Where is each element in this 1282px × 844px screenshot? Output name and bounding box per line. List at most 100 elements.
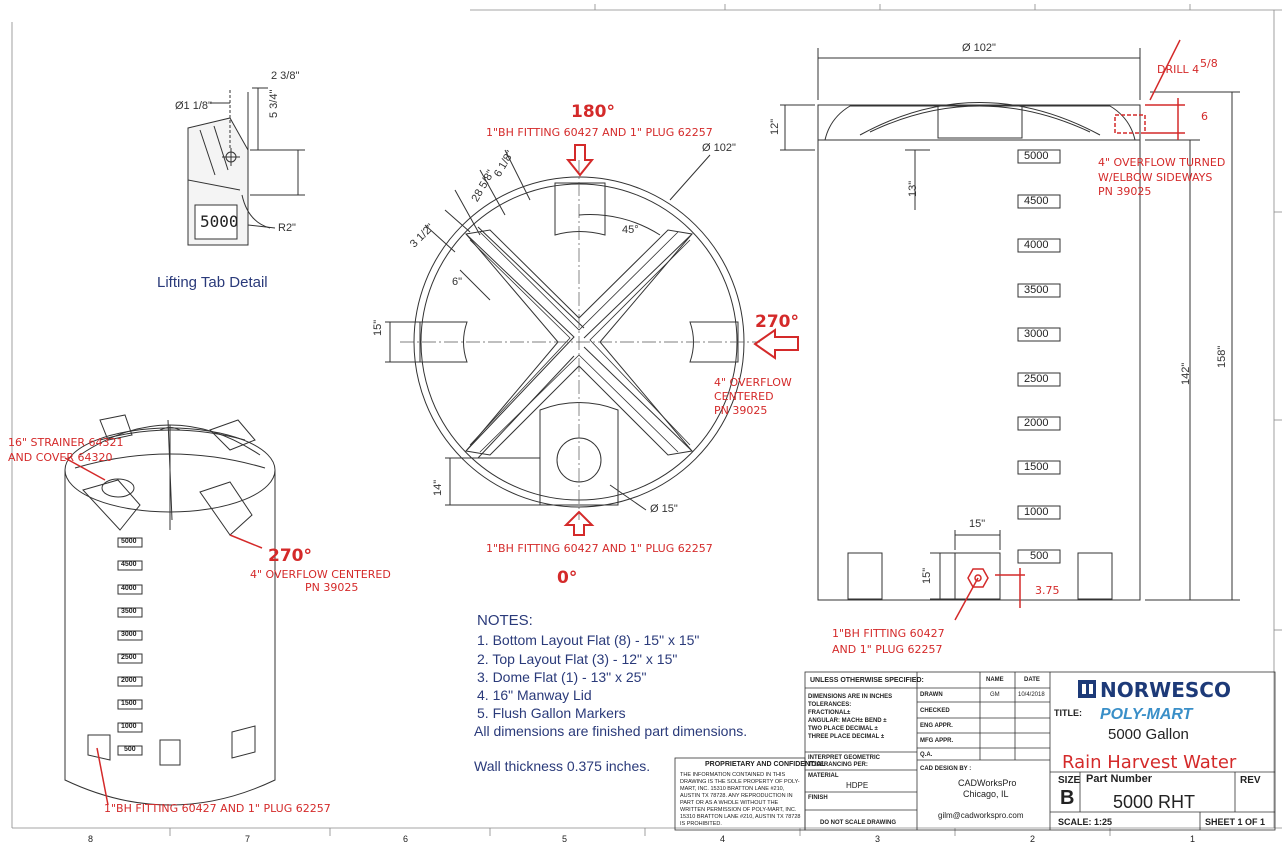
bottom-flat-15-dim: 15" bbox=[969, 518, 986, 530]
iso-marker: 2500 bbox=[121, 654, 137, 661]
gallon-marker: 2000 bbox=[1024, 417, 1049, 429]
iso-marker: 2000 bbox=[121, 677, 137, 684]
iso-fitting-label: 1"BH FITTING 60427 AND 1" PLUG 62257 bbox=[104, 802, 331, 815]
title-block bbox=[674, 671, 1276, 831]
note-item: 2. Top Layout Flat (3) - 12" x 15" bbox=[477, 651, 678, 667]
overflow-line2: CENTERED bbox=[714, 390, 774, 403]
name-column: NAME bbox=[986, 677, 1004, 683]
side-overflow-line2: W/ELBOW SIDEWAYS bbox=[1098, 171, 1213, 184]
side-diameter-dim: Ø 102" bbox=[962, 42, 996, 54]
date-column: DATE bbox=[1024, 677, 1040, 683]
iso-red-markup bbox=[64, 457, 263, 806]
bottom-fitting-label: 1"BH FITTING 60427 AND 1" PLUG 62257 bbox=[486, 542, 713, 555]
notes-wall: Wall thickness 0.375 inches. bbox=[474, 758, 651, 774]
angle-45-dim: 45° bbox=[622, 224, 639, 236]
norwesco-brand: NORWESCO bbox=[1100, 678, 1231, 702]
lifting-tab-radius: R2" bbox=[278, 222, 296, 234]
top-diameter-dim: Ø 102" bbox=[702, 142, 736, 154]
drill-6: 6 bbox=[1201, 110, 1208, 123]
strainer-line1: 16" STRAINER 64321 bbox=[8, 436, 124, 449]
dome-13-dim: 13" bbox=[907, 180, 919, 197]
zone-number: 1 bbox=[1190, 834, 1196, 844]
material-label: MATERIAL bbox=[808, 773, 839, 779]
drawn-name: GM bbox=[990, 692, 1000, 698]
angular: ANGULAR: MACH± BEND ± bbox=[808, 718, 887, 724]
iso-marker: 500 bbox=[124, 746, 136, 753]
top-view bbox=[385, 149, 760, 520]
angle-270-iso: 270° bbox=[268, 546, 312, 566]
scale-label: SCALE: 1:25 bbox=[1058, 817, 1113, 827]
side-overflow-line1: 4" OVERFLOW TURNED bbox=[1098, 156, 1226, 169]
material-value: HDPE bbox=[846, 781, 869, 790]
dome-12-dim: 12" bbox=[769, 118, 781, 135]
flat-14-dim: 14" bbox=[432, 479, 444, 496]
overflow-line3: PN 39025 bbox=[714, 404, 768, 417]
polymart-logo: POLY-MART bbox=[1100, 706, 1193, 723]
tolerances: TOLERANCES: bbox=[808, 702, 852, 708]
lifting-tab-diameter: Ø1 1/8" bbox=[175, 100, 212, 112]
proprietary-title: PROPRIETARY AND CONFIDENTIAL bbox=[705, 761, 826, 768]
lifting-tab-top-dim: 2 3/8" bbox=[271, 70, 300, 82]
zone-number: 4 bbox=[720, 834, 726, 844]
iso-marker: 4000 bbox=[121, 585, 137, 592]
zone-number: 6 bbox=[403, 834, 409, 844]
iso-marker: 5000 bbox=[121, 538, 137, 545]
height-142-dim: 142" bbox=[1180, 362, 1192, 385]
tolerancing: TOLERANCING PER: bbox=[808, 762, 868, 768]
direction-arrows bbox=[563, 144, 799, 536]
zone-number: 7 bbox=[245, 834, 251, 844]
lifting-tab-side-dim: 5 3/4" bbox=[268, 89, 280, 118]
do-not-scale: DO NOT SCALE DRAWING bbox=[820, 820, 896, 826]
iso-overflow-line2: PN 39025 bbox=[305, 581, 359, 594]
two-place: TWO PLACE DECIMAL ± bbox=[808, 726, 878, 732]
gallon-marker: 3500 bbox=[1024, 284, 1049, 296]
sheet-border bbox=[11, 4, 1282, 836]
gallon-marker: 4000 bbox=[1024, 239, 1049, 251]
side-view bbox=[780, 48, 1240, 601]
cad-design-by: CAD DESIGN BY : bbox=[920, 766, 972, 772]
strainer-line2: AND COVER 64320 bbox=[8, 451, 113, 464]
iso-marker: 1000 bbox=[121, 723, 137, 730]
side-fitting-line2: AND 1" PLUG 62257 bbox=[832, 643, 943, 656]
angle-270-top: 270° bbox=[755, 312, 799, 332]
iso-marker: 3500 bbox=[121, 608, 137, 615]
proprietary-text: THE INFORMATION CONTAINED IN THIS DRAWIN… bbox=[680, 772, 801, 827]
top-fitting-label: 1"BH FITTING 60427 AND 1" PLUG 62257 bbox=[486, 126, 713, 139]
zone-number: 2 bbox=[1030, 834, 1036, 844]
notes-finished: All dimensions are finished part dimensi… bbox=[474, 723, 748, 739]
three-place: THREE PLACE DECIMAL ± bbox=[808, 734, 885, 740]
iso-overflow-line1: 4" OVERFLOW CENTERED bbox=[250, 568, 391, 581]
zone-number: 8 bbox=[88, 834, 94, 844]
height-158-dim: 158" bbox=[1216, 345, 1228, 368]
cad-email: gilm@cadworkspro.com bbox=[938, 811, 1024, 820]
part-number-label: Part Number bbox=[1086, 773, 1153, 785]
cad-city: Chicago, IL bbox=[963, 789, 1009, 799]
checked-label: CHECKED bbox=[920, 708, 950, 714]
unless-specified: UNLESS OTHERWISE SPECIFIED: bbox=[810, 677, 924, 684]
rib-6-dim: 6" bbox=[452, 276, 463, 288]
interpret: INTERPRET GEOMETRIC bbox=[808, 755, 881, 761]
sheet-label: SHEET 1 OF 1 bbox=[1205, 817, 1266, 827]
note-item: 4. 16" Manway Lid bbox=[477, 687, 592, 703]
qa-label: Q.A. bbox=[920, 752, 933, 758]
drill-fraction: 5/8 bbox=[1200, 57, 1218, 70]
eng-appr-label: ENG APPR. bbox=[920, 723, 953, 729]
iso-marker: 4500 bbox=[121, 561, 137, 568]
part-number-value: 5000 RHT bbox=[1113, 792, 1196, 812]
notes-title: NOTES: bbox=[477, 612, 533, 629]
zone-number: 3 bbox=[875, 834, 881, 844]
note-item: 5. Flush Gallon Markers bbox=[477, 705, 626, 721]
rev-label: REV bbox=[1240, 775, 1261, 786]
lifting-tab-detail bbox=[187, 87, 305, 246]
size-label: SIZE bbox=[1058, 775, 1081, 786]
iso-view bbox=[64, 414, 276, 806]
gallon-marker: 5000 bbox=[1024, 150, 1049, 162]
note-item: 3. Dome Flat (1) - 13" x 25" bbox=[477, 669, 647, 685]
gallon-marker: 4500 bbox=[1024, 195, 1049, 207]
size-value: B bbox=[1060, 787, 1075, 809]
fractional: FRACTIONAL± bbox=[808, 710, 851, 716]
drawn-label: DRAWN bbox=[920, 692, 943, 698]
overflow-line1: 4" OVERFLOW bbox=[714, 376, 792, 389]
norwesco-logo-mark bbox=[1078, 680, 1096, 698]
